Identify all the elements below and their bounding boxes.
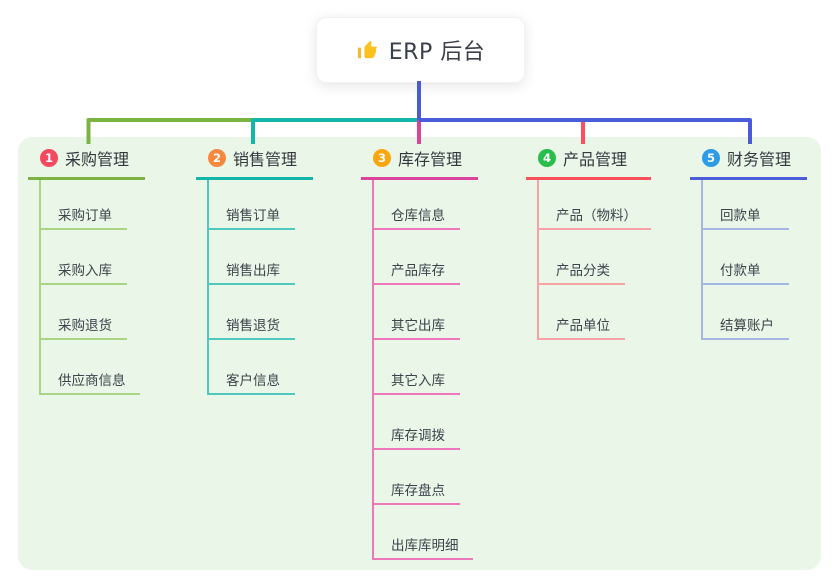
branch-item-label: 销售退货 — [226, 317, 280, 334]
branch-title[interactable]: 2 销售管理 — [196, 146, 313, 180]
branch-3: 3 库存管理仓库信息产品库存其它出库其它入库库存调拨库存盘点出库库明细 — [361, 146, 478, 560]
branch-item[interactable]: 销售出库 — [209, 230, 295, 285]
branch-item-label: 采购入库 — [58, 262, 112, 279]
branch-item-label: 出库库明细 — [391, 537, 459, 554]
branch-index-badge: 1 — [40, 149, 58, 167]
branch-item-label: 付款单 — [720, 262, 761, 279]
branch-index-badge: 4 — [538, 149, 556, 167]
branch-item[interactable]: 付款单 — [703, 230, 789, 285]
branch-item-label: 仓库信息 — [391, 207, 445, 224]
branch-item-label: 其它入库 — [391, 372, 445, 389]
branch-item-label: 采购退货 — [58, 317, 112, 334]
branch-item[interactable]: 销售订单 — [209, 180, 295, 230]
branch-item-label: 客户信息 — [226, 372, 280, 389]
branch-item-label: 供应商信息 — [58, 372, 126, 389]
branch-item-label: 结算账户 — [720, 317, 774, 334]
branch-2: 2 销售管理销售订单销售出库销售退货客户信息 — [196, 146, 313, 395]
branch-item-label: 产品库存 — [391, 262, 445, 279]
branches-panel — [18, 137, 821, 570]
branch-item-label: 其它出库 — [391, 317, 445, 334]
branch-4: 4 产品管理产品（物料） 产品分类产品单位 — [526, 146, 651, 340]
branch-title-label: 库存管理 — [398, 150, 463, 169]
branch-item[interactable]: 销售退货 — [209, 285, 295, 340]
branch-title[interactable]: 4 产品管理 — [526, 146, 651, 180]
branch-item-label: 产品分类 — [556, 262, 610, 279]
branch-item-label: 采购订单 — [58, 207, 112, 224]
branch-item[interactable]: 其它入库 — [374, 340, 460, 395]
branch-title[interactable]: 5 财务管理 — [690, 146, 807, 180]
branch-item-label: 库存盘点 — [391, 482, 445, 499]
branch-item[interactable]: 采购退货 — [41, 285, 127, 340]
root-title: ERP 后台 — [388, 40, 486, 65]
branch-index-badge: 2 — [208, 149, 226, 167]
branch-item[interactable]: 其它出库 — [374, 285, 460, 340]
branch-index-badge: 5 — [702, 149, 720, 167]
branch-item-label: 产品（物料） — [556, 207, 637, 224]
branch-item[interactable]: 产品分类 — [539, 230, 625, 285]
branch-index-badge: 3 — [373, 149, 391, 167]
branch-title-label: 产品管理 — [563, 150, 628, 169]
branch-item-label: 销售订单 — [226, 207, 280, 224]
branch-1: 1 采购管理采购订单采购入库采购退货供应商信息 — [28, 146, 145, 395]
branch-item[interactable]: 产品单位 — [539, 285, 625, 340]
branch-item[interactable]: 产品库存 — [374, 230, 460, 285]
branch-title-label: 财务管理 — [727, 150, 792, 169]
root-node[interactable]: ERP 后台 — [316, 17, 525, 83]
branch-title[interactable]: 1 采购管理 — [28, 146, 145, 180]
branch-item-list: 采购订单采购入库采购退货供应商信息 — [39, 180, 145, 395]
branch-item-label: 产品单位 — [556, 317, 610, 334]
branch-item-list: 回款单付款单结算账户 — [701, 180, 807, 340]
branch-item[interactable]: 采购入库 — [41, 230, 127, 285]
branch-title-label: 销售管理 — [233, 150, 298, 169]
branch-title-label: 采购管理 — [65, 150, 130, 169]
branch-item-label: 销售出库 — [226, 262, 280, 279]
branch-item-label: 回款单 — [720, 207, 761, 224]
branch-item[interactable]: 客户信息 — [209, 340, 295, 395]
branch-item[interactable]: 回款单 — [703, 180, 789, 230]
branch-item[interactable]: 出库库明细 — [374, 505, 473, 560]
branch-item-list: 仓库信息产品库存其它出库其它入库库存调拨库存盘点出库库明细 — [372, 180, 478, 560]
branch-title[interactable]: 3 库存管理 — [361, 146, 478, 180]
branch-item-list: 产品（物料） 产品分类产品单位 — [537, 180, 651, 340]
thumbs-up-icon — [356, 39, 379, 62]
branch-item[interactable]: 库存调拨 — [374, 395, 460, 450]
branch-item[interactable]: 产品（物料） — [539, 180, 651, 230]
branch-item[interactable]: 库存盘点 — [374, 450, 460, 505]
branch-5: 5 财务管理回款单付款单结算账户 — [690, 146, 807, 340]
branch-item-label: 库存调拨 — [391, 427, 445, 444]
branch-item[interactable]: 采购订单 — [41, 180, 127, 230]
branch-item[interactable]: 仓库信息 — [374, 180, 460, 230]
branch-item-list: 销售订单销售出库销售退货客户信息 — [207, 180, 313, 395]
branch-item[interactable]: 供应商信息 — [41, 340, 140, 395]
branch-item[interactable]: 结算账户 — [703, 285, 789, 340]
